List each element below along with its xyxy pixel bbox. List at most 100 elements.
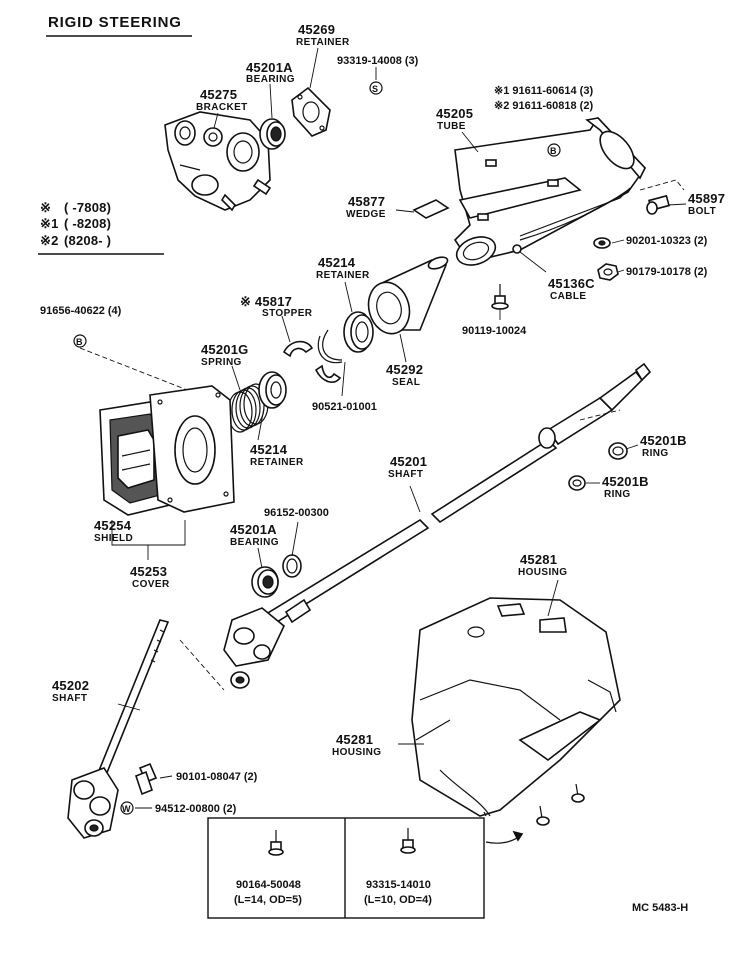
seal-45292-drawing xyxy=(367,256,449,335)
w-callout: W xyxy=(120,801,152,815)
label-45201B-2-name: RING xyxy=(604,489,631,500)
ring-45201B-1-drawing xyxy=(608,442,628,460)
label-45254-number: 45254 xyxy=(94,518,132,533)
label-45281-top-number: 45281 xyxy=(520,552,557,567)
label-45269-number: 45269 xyxy=(298,22,335,37)
label-45275-name: BRACKET xyxy=(196,102,248,113)
housing-45281-drawing xyxy=(411,597,621,817)
label-91611-1-number: ※1 91611-60614 (3) xyxy=(494,85,593,97)
catalog-code: MC 5483-H xyxy=(632,902,688,914)
label-45275-number: 45275 xyxy=(200,87,237,102)
label-45281-bot-name: HOUSING xyxy=(332,747,381,758)
screw-right-spec: (L=10, OD=4) xyxy=(364,894,432,906)
label-45817-number: ※ 45817 xyxy=(240,294,292,309)
label-45205-name: TUBE xyxy=(437,121,466,132)
label-90101-number: 90101-08047 (2) xyxy=(176,771,258,783)
label-45292-number: 45292 xyxy=(386,362,423,377)
label-45214-bot-name: RETAINER xyxy=(250,457,304,468)
bolt-90101-drawing xyxy=(135,762,173,796)
label-45877-number: 45877 xyxy=(348,194,385,209)
label-45201A-bot-number: 45201A xyxy=(230,522,277,537)
label-45877-name: WEDGE xyxy=(346,209,386,220)
washer-90201-drawing xyxy=(593,237,611,249)
shaft-45202-drawing xyxy=(94,619,170,781)
bearing-top-drawing xyxy=(259,118,286,150)
label-45201-number: 45201 xyxy=(390,454,427,469)
label-45201A-bot-name: BEARING xyxy=(230,537,279,548)
label-45201G-number: 45201G xyxy=(201,342,248,357)
retainer-45269-drawing xyxy=(291,86,331,137)
label-93319-number: 93319-14008 (3) xyxy=(337,55,419,67)
stopper-45817-drawing xyxy=(282,340,342,383)
bolt-45897-drawing xyxy=(639,179,685,215)
u-joint-upper-drawing xyxy=(179,607,285,691)
b-callout-left: B xyxy=(73,334,201,396)
retainer-45214-bottom-drawing xyxy=(258,371,287,409)
legend: ※ ( -7808) ※1 ( -8208) ※2 (8208- ) xyxy=(38,200,164,255)
label-45292-name: SEAL xyxy=(392,377,420,388)
screw-right-number: 93315-14010 xyxy=(366,879,431,891)
label-90179-number: 90179-10178 (2) xyxy=(626,266,708,278)
wedge-45877-drawing xyxy=(395,199,450,219)
legend-mark-1: ※ xyxy=(40,200,51,215)
b-callout-left-letter: B xyxy=(76,337,83,347)
cover-45253-drawing xyxy=(111,385,235,560)
s-callout-letter: S xyxy=(372,84,378,94)
label-45201A-top-name: BEARING xyxy=(246,74,295,85)
label-45201A-top-number: 45201A xyxy=(246,60,293,75)
label-94512-number: 94512-00800 (2) xyxy=(155,803,237,815)
housing-screw-1-drawing xyxy=(571,783,585,803)
u-joint-lower-drawing xyxy=(67,767,119,839)
label-45201B-1-name: RING xyxy=(642,448,669,459)
title-block: RIGID STEERING xyxy=(46,14,192,37)
screw-90164-drawing xyxy=(268,830,284,856)
label-45201G-name: SPRING xyxy=(201,357,242,368)
label-45269-name: RETAINER xyxy=(296,37,350,48)
label-45897-name: BOLT xyxy=(688,206,716,217)
legend-range-3: (8208- ) xyxy=(64,233,111,248)
label-90119-number: 90119-10024 xyxy=(462,325,527,337)
label-45136C-number: 45136C xyxy=(548,276,595,291)
shaft-45201-drawing xyxy=(238,362,652,642)
label-45136C-name: CABLE xyxy=(550,291,586,302)
s-callout: S xyxy=(369,81,383,95)
label-45201-name: SHAFT xyxy=(388,469,423,480)
page-title: RIGID STEERING xyxy=(48,14,182,31)
label-45281-bot-number: 45281 xyxy=(336,732,373,747)
ring-96152-drawing xyxy=(282,554,302,578)
legend-mark-2: ※1 xyxy=(40,216,59,231)
label-45817-name: STOPPER xyxy=(262,308,313,319)
label-45254-name: SHIELD xyxy=(94,533,133,544)
label-91656-number: 91656-40622 (4) xyxy=(40,305,122,317)
screw-left-spec: (L=14, OD=5) xyxy=(234,894,302,906)
retainer-45214-top-drawing xyxy=(343,311,374,353)
screw-93315-drawing xyxy=(400,828,416,854)
bearing-lower-drawing xyxy=(251,566,279,598)
label-45253-number: 45253 xyxy=(130,564,167,579)
label-90201-number: 90201-10323 (2) xyxy=(626,235,708,247)
label-45205-number: 45205 xyxy=(436,106,473,121)
part-labels: 45269 RETAINER 93319-14008 (3) 45201A BE… xyxy=(40,22,725,914)
label-45281-top-name: HOUSING xyxy=(518,567,567,578)
label-91611-2-number: ※2 91611-60818 (2) xyxy=(494,100,593,112)
label-96152-number: 96152-00300 xyxy=(264,507,329,519)
label-45897-number: 45897 xyxy=(688,191,725,206)
label-45253-name: COVER xyxy=(132,579,170,590)
leader-lines xyxy=(117,47,687,745)
housing-screw-2-drawing xyxy=(536,805,550,826)
legend-range-2: ( -8208) xyxy=(64,216,111,231)
screw-90119-drawing xyxy=(491,284,509,310)
label-45201B-1-number: 45201B xyxy=(640,433,687,448)
label-90521-number: 90521-01001 xyxy=(312,401,377,413)
b-callout-tube-letter: B xyxy=(550,146,557,156)
label-45214-top-number: 45214 xyxy=(318,255,356,270)
label-45202-number: 45202 xyxy=(52,678,89,693)
screw-left-number: 90164-50048 xyxy=(236,879,301,891)
label-45214-bot-number: 45214 xyxy=(250,442,288,457)
label-45214-top-name: RETAINER xyxy=(316,270,370,281)
screw-detail-box: 90164-50048 (L=14, OD=5) 93315-14010 (L=… xyxy=(207,817,485,919)
legend-mark-3: ※2 xyxy=(40,233,59,248)
snap-ring-90521-drawing xyxy=(317,329,343,364)
ring-45201B-2-drawing xyxy=(568,475,586,491)
